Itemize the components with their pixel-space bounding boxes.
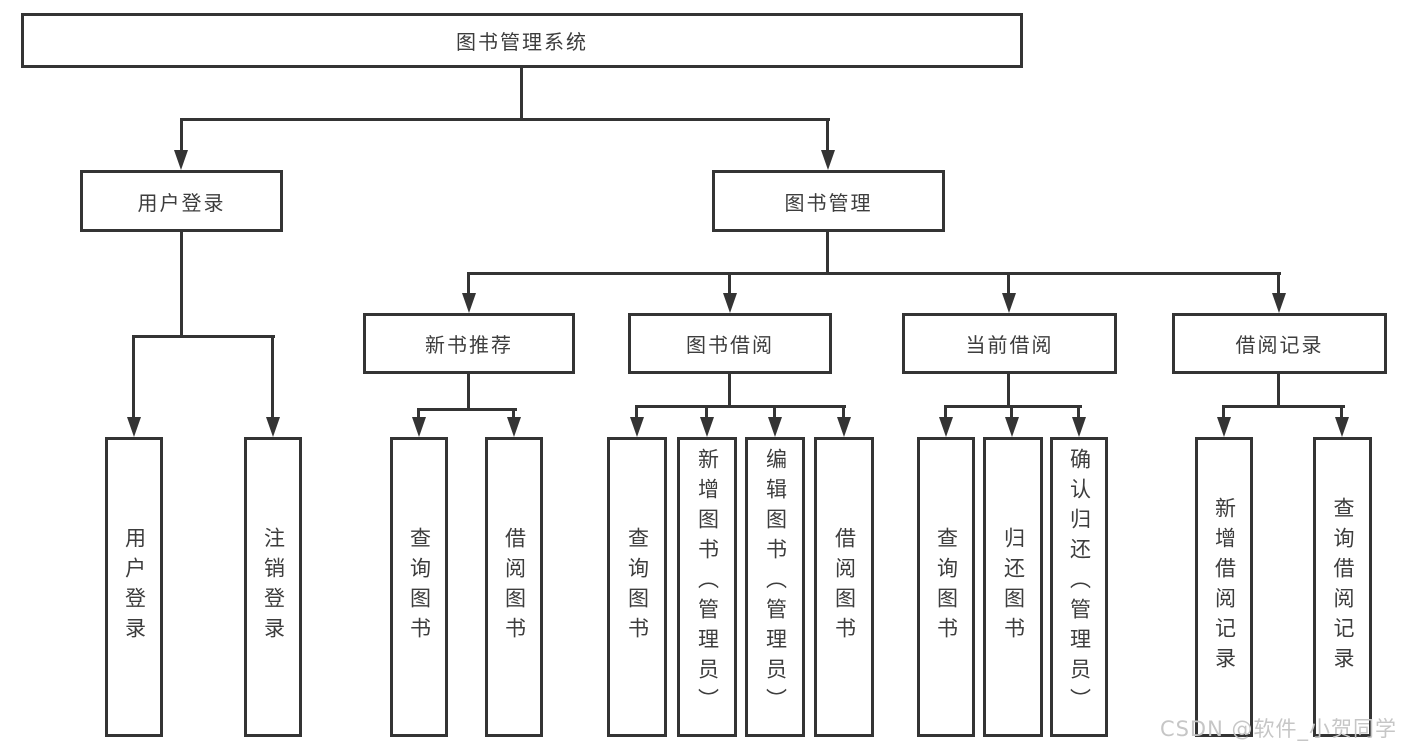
arrowhead-leaf-confirm-return bbox=[1072, 417, 1086, 437]
connector-user-login-vertical bbox=[180, 232, 183, 335]
connector-drop-leaf-query-book-3 bbox=[944, 405, 947, 419]
connector-drop-leaf-query-book-2 bbox=[635, 405, 638, 419]
connector-drop-leaf-logout bbox=[271, 335, 274, 419]
leaf-query-book-3-label: 查询图书 bbox=[934, 527, 959, 647]
arrowhead-leaf-edit-book bbox=[768, 417, 782, 437]
connector-drop-new-book bbox=[467, 272, 470, 295]
leaf-return-book: 归还图书 bbox=[983, 437, 1043, 737]
leaf-query-book-3: 查询图书 bbox=[917, 437, 975, 737]
leaf-logout-label: 注销登录 bbox=[261, 527, 286, 647]
node-root-label: 图书管理系统 bbox=[456, 30, 588, 54]
connector-level3-horizontal bbox=[467, 272, 1281, 275]
leaf-edit-book-admin-label: 编辑图书（管理员） bbox=[763, 448, 788, 718]
connector-drop-leaf-add-book bbox=[705, 405, 708, 419]
connector-current-borrow-vertical bbox=[1007, 374, 1010, 405]
arrowhead-leaf-user-login bbox=[127, 417, 141, 437]
connector-drop-book-borrow bbox=[728, 272, 731, 295]
leaf-add-book-admin: 新增图书（管理员） bbox=[677, 437, 737, 737]
leaf-query-book-1-label: 查询图书 bbox=[407, 527, 432, 647]
node-book-management: 图书管理 bbox=[712, 170, 945, 232]
leaf-borrow-book-2: 借阅图书 bbox=[814, 437, 874, 737]
arrowhead-leaf-query-book-3 bbox=[939, 417, 953, 437]
arrowhead-leaf-return-book bbox=[1005, 417, 1019, 437]
connector-drop-leaf-borrow-book-1 bbox=[512, 408, 515, 419]
arrowhead-leaf-add-book bbox=[700, 417, 714, 437]
node-current-borrow-label: 当前借阅 bbox=[965, 333, 1054, 357]
connector-drop-leaf-confirm-return bbox=[1077, 405, 1080, 419]
leaf-user-login-label: 用户登录 bbox=[122, 527, 147, 647]
connector-book-borrow-vertical bbox=[728, 374, 731, 405]
node-book-borrow-label: 图书借阅 bbox=[686, 333, 774, 357]
connector-book-borrow-horizontal bbox=[635, 405, 846, 408]
arrowhead-leaf-logout bbox=[266, 417, 280, 437]
connector-drop-leaf-add-record bbox=[1222, 405, 1225, 419]
arrowhead-new-book bbox=[462, 293, 476, 313]
connector-drop-user-login bbox=[180, 118, 183, 152]
node-current-borrow: 当前借阅 bbox=[902, 313, 1117, 374]
connector-root-vertical bbox=[520, 68, 523, 118]
node-new-book-recommend-label: 新书推荐 bbox=[425, 333, 513, 357]
leaf-add-book-admin-label: 新增图书（管理员） bbox=[695, 448, 720, 718]
node-user-login-label: 用户登录 bbox=[137, 190, 226, 215]
arrowhead-leaf-query-book-2 bbox=[630, 417, 644, 437]
csdn-watermark: CSDN @软件_小贺同学 bbox=[1159, 717, 1397, 741]
leaf-borrow-book-1-label: 借阅图书 bbox=[502, 527, 527, 647]
connector-drop-book-management bbox=[826, 118, 829, 152]
connector-borrow-records-horizontal bbox=[1222, 405, 1345, 408]
leaf-query-borrow-record: 查询借阅记录 bbox=[1313, 437, 1372, 737]
arrowhead-borrow-records bbox=[1272, 293, 1286, 313]
node-root: 图书管理系统 bbox=[21, 13, 1023, 68]
connector-drop-leaf-return-book bbox=[1010, 405, 1013, 419]
connector-level2-horizontal bbox=[180, 118, 830, 121]
node-borrow-records-label: 借阅记录 bbox=[1235, 333, 1324, 357]
node-book-management-label: 图书管理 bbox=[784, 190, 873, 215]
leaf-add-borrow-record-label: 新增借阅记录 bbox=[1212, 497, 1237, 677]
leaf-query-book-2: 查询图书 bbox=[607, 437, 667, 737]
leaf-borrow-book-1: 借阅图书 bbox=[485, 437, 543, 737]
connector-drop-leaf-query-book-1 bbox=[417, 408, 420, 419]
connector-drop-leaf-borrow-book-2 bbox=[842, 405, 845, 419]
leaf-query-book-2-label: 查询图书 bbox=[625, 527, 650, 647]
connector-drop-leaf-user-login bbox=[132, 335, 135, 419]
connector-current-borrow-horizontal bbox=[944, 405, 1082, 408]
node-book-borrow: 图书借阅 bbox=[628, 313, 832, 374]
leaf-return-book-label: 归还图书 bbox=[1001, 527, 1026, 647]
connector-new-book-horizontal bbox=[417, 408, 517, 411]
arrowhead-book-management bbox=[821, 150, 835, 170]
leaf-borrow-book-2-label: 借阅图书 bbox=[832, 527, 857, 647]
node-new-book-recommend: 新书推荐 bbox=[363, 313, 575, 374]
leaf-confirm-return-admin-label: 确认归还（管理员） bbox=[1067, 448, 1092, 718]
connector-user-login-horizontal bbox=[132, 335, 275, 338]
arrowhead-current-borrow bbox=[1002, 293, 1016, 313]
node-borrow-records: 借阅记录 bbox=[1172, 313, 1387, 374]
node-user-login: 用户登录 bbox=[80, 170, 283, 232]
leaf-user-login: 用户登录 bbox=[105, 437, 163, 737]
connector-drop-leaf-query-record bbox=[1340, 405, 1343, 419]
leaf-edit-book-admin: 编辑图书（管理员） bbox=[745, 437, 805, 737]
connector-drop-current-borrow bbox=[1007, 272, 1010, 295]
arrowhead-leaf-add-record bbox=[1217, 417, 1231, 437]
connector-book-management-vertical bbox=[826, 232, 829, 272]
connector-new-book-vertical bbox=[467, 374, 470, 408]
leaf-query-book-1: 查询图书 bbox=[390, 437, 448, 737]
leaf-confirm-return-admin: 确认归还（管理员） bbox=[1050, 437, 1108, 737]
connector-drop-leaf-edit-book bbox=[773, 405, 776, 419]
arrowhead-book-borrow bbox=[723, 293, 737, 313]
leaf-query-borrow-record-label: 查询借阅记录 bbox=[1331, 497, 1355, 677]
connector-drop-borrow-records bbox=[1277, 272, 1280, 295]
arrowhead-leaf-borrow-book-2 bbox=[837, 417, 851, 437]
arrowhead-leaf-borrow-book-1 bbox=[507, 417, 521, 437]
connector-borrow-records-vertical bbox=[1277, 374, 1280, 405]
arrowhead-leaf-query-book-1 bbox=[412, 417, 426, 437]
leaf-add-borrow-record: 新增借阅记录 bbox=[1195, 437, 1253, 737]
arrowhead-leaf-query-record bbox=[1335, 417, 1349, 437]
leaf-logout: 注销登录 bbox=[244, 437, 302, 737]
arrowhead-user-login bbox=[174, 150, 188, 170]
